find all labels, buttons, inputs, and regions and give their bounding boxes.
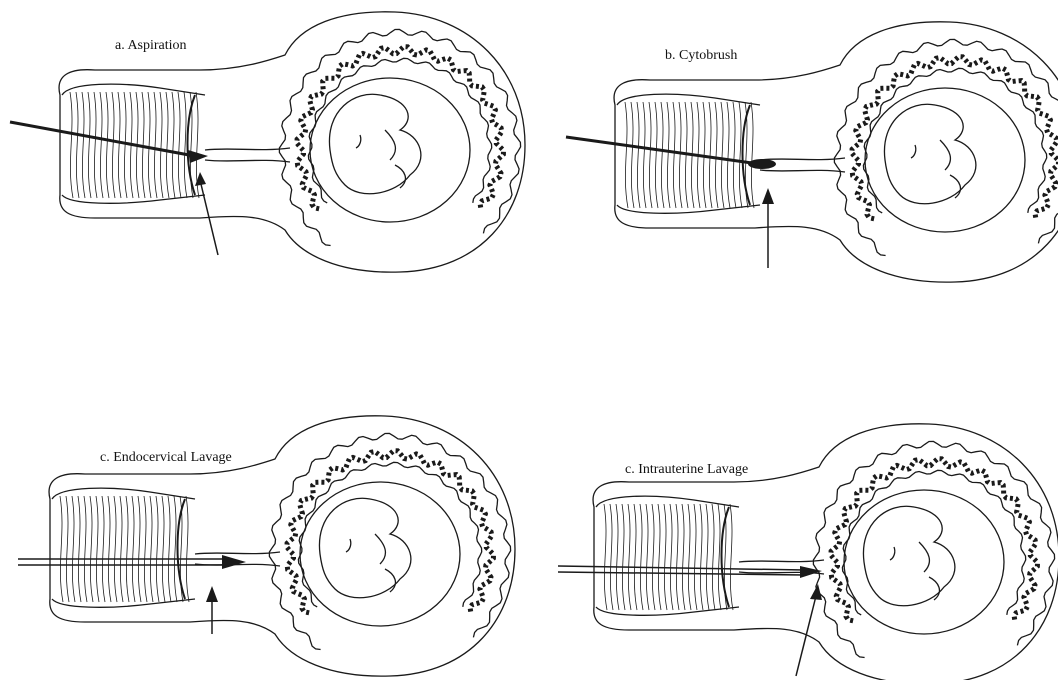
uterus-drawing	[593, 424, 1058, 680]
pointer-arrow	[796, 584, 822, 676]
